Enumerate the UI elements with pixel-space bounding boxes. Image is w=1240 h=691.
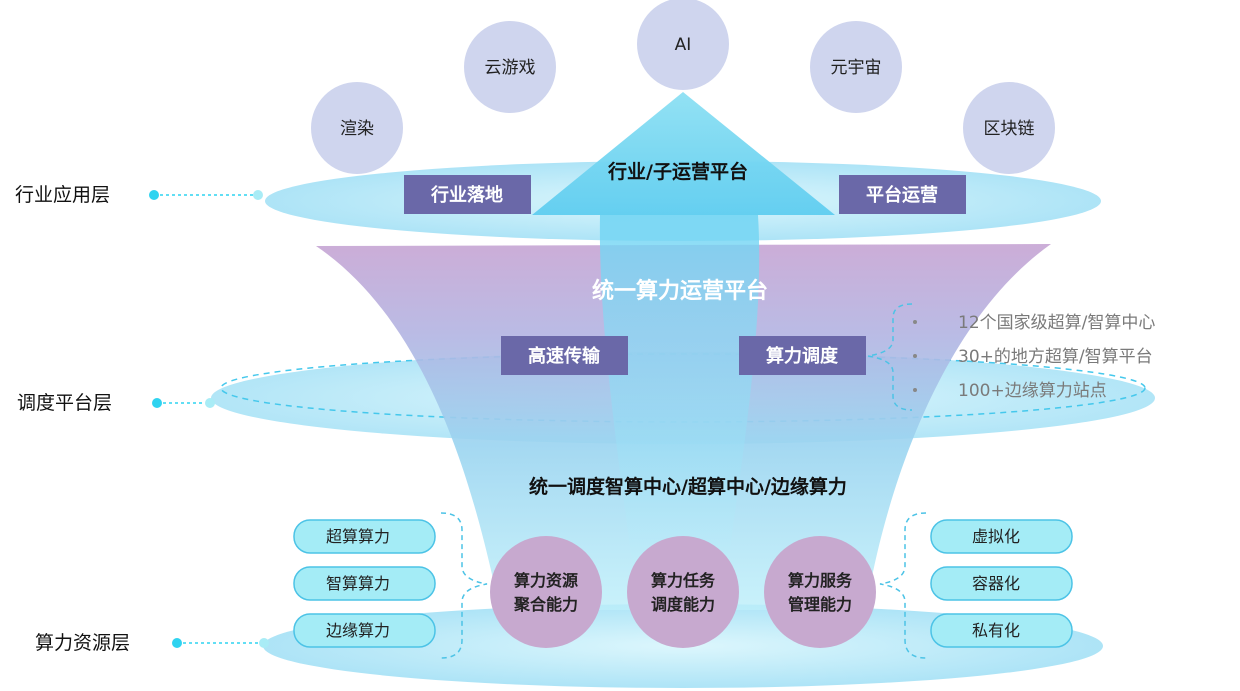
pill-label: 智算算力 <box>326 574 390 593</box>
app-label-cloud-gaming: 云游戏 <box>485 58 536 78</box>
connector-dot <box>152 398 162 408</box>
app-circle-ai <box>637 0 729 90</box>
deployment-pills: 虚拟化 容器化 私有化 <box>930 519 1073 648</box>
app-label-metaverse: 元宇宙 <box>831 58 882 78</box>
bullet-dot <box>913 354 917 358</box>
pill-edge-computing <box>293 613 436 648</box>
bullet-list: 12个国家级超算/智算中心 30+的地方超算/智算平台 100+边缘算力站点 <box>913 313 1155 401</box>
top-platform-title: 行业/子运营平台 <box>607 160 748 183</box>
connector-end-dot <box>259 638 269 648</box>
high-speed-transfer-label: 高速传输 <box>528 345 601 367</box>
pill-label: 容器化 <box>972 574 1020 593</box>
capability-line1: 算力资源 <box>514 571 578 590</box>
industry-landing-label: 行业落地 <box>430 184 503 206</box>
app-label-blockchain: 区块链 <box>984 119 1035 139</box>
pill-label: 私有化 <box>972 621 1020 640</box>
pill-supercomputing <box>293 519 436 554</box>
connector-dot <box>149 190 159 200</box>
pill-intelligent-computing <box>293 566 436 601</box>
app-circle-metaverse <box>810 21 902 113</box>
bullet-item: 100+边缘算力站点 <box>958 381 1107 401</box>
capability-line2: 调度能力 <box>651 595 715 614</box>
bullet-item: 12个国家级超算/智算中心 <box>958 313 1155 333</box>
pill-privatization <box>930 613 1073 648</box>
connector-end-dot <box>253 190 263 200</box>
unified-scheduling-title: 统一调度智算中心/超算中心/边缘算力 <box>529 475 847 498</box>
app-label-render: 渲染 <box>340 119 374 139</box>
capability-circle-aggregation <box>490 536 602 648</box>
pill-label: 边缘算力 <box>326 621 390 640</box>
high-speed-transfer-box <box>501 336 628 375</box>
app-circle-blockchain <box>963 82 1055 174</box>
app-label-ai: AI <box>675 35 692 55</box>
capability-line1: 算力任务 <box>651 571 716 590</box>
compute-scheduling-label: 算力调度 <box>766 345 839 367</box>
bullet-item: 30+的地方超算/智算平台 <box>958 347 1153 367</box>
layer-label-application: 行业应用层 <box>15 184 110 206</box>
platform-ops-label: 平台运营 <box>866 184 938 206</box>
upward-stem <box>599 215 760 620</box>
pill-label: 虚拟化 <box>972 527 1020 546</box>
capability-line1: 算力服务 <box>788 571 853 590</box>
layer-label-platform: 调度平台层 <box>17 392 112 414</box>
layer-label-resource: 算力资源层 <box>35 632 130 654</box>
bullet-dot <box>913 320 917 324</box>
right-pill-brace <box>879 512 927 659</box>
industry-landing-box <box>404 175 531 214</box>
layer-labels: 行业应用层 调度平台层 算力资源层 <box>15 184 269 654</box>
app-circles: 渲染 云游戏 AI 元宇宙 区块链 <box>311 0 1055 174</box>
bullet-brace <box>867 303 913 411</box>
middle-platform-title: 统一算力运营平台 <box>592 278 768 304</box>
pill-label: 超算算力 <box>326 527 390 546</box>
bullet-dot <box>913 388 917 392</box>
capability-circle-management <box>764 536 876 648</box>
capability-line2: 管理能力 <box>788 595 852 614</box>
connector-dot <box>172 638 182 648</box>
capability-circle-scheduling <box>627 536 739 648</box>
upward-arrow-head <box>532 92 835 215</box>
compute-type-pills: 超算算力 智算算力 边缘算力 <box>293 519 436 648</box>
pill-virtualization <box>930 519 1073 554</box>
capability-line2: 聚合能力 <box>513 595 578 614</box>
compute-scheduling-box <box>739 336 866 375</box>
capability-circles: 算力资源 聚合能力 算力任务 调度能力 算力服务 管理能力 <box>490 536 876 648</box>
left-pill-brace <box>440 512 488 659</box>
app-circle-cloud-gaming <box>464 21 556 113</box>
app-circle-render <box>311 82 403 174</box>
platform-ops-box <box>839 175 966 214</box>
connector-end-dot <box>205 398 215 408</box>
pill-containerization <box>930 566 1073 601</box>
